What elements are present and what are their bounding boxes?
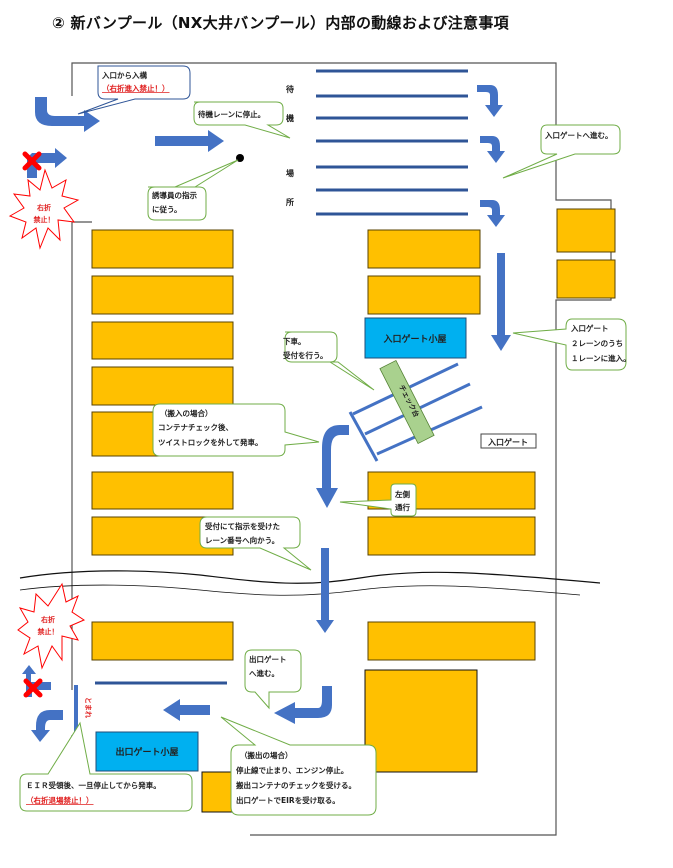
red-x-icon [23,678,43,698]
exit-gate-booth [95,731,199,772]
no-right-turn-burst: 右折 禁止！ [8,168,80,250]
callout-text: （搬出の場合） [240,750,293,760]
container-block [367,275,481,315]
blue-arrow-icon [155,130,224,152]
callout-text: １レーンに進入。 [571,353,631,363]
blue-arrow-icon [163,699,210,721]
callout-warning-text: （右折退場禁止！） [26,795,94,805]
stop-line [74,685,78,732]
container-block [91,471,234,510]
container-block [364,669,478,773]
callout-text: 入口ゲートへ進む。 [544,130,613,140]
callout-text: 入口から入構 [101,70,147,80]
callout-guide: 誘導員の指示 に従う。 [147,159,239,221]
callout-eir: ＥＩＲ受領後、一旦停止してから発車。 （右折退場禁止！） [19,721,193,812]
blue-arrow-icon [477,85,503,117]
container-block [91,621,234,661]
callout-text: 搬出コンテナのチェックを受ける。 [236,780,356,790]
container-block [556,208,616,253]
container-block [91,275,234,315]
callout-wait-lane: 待機レーンに停止。 [193,101,291,139]
callout-text: ＥＩＲ受領後、一旦停止してから発車。 [26,780,161,790]
callout-text: 出口ゲートでEIRを受け取る。 [236,795,340,805]
blue-arrow-icon [31,710,63,742]
containers [91,208,616,813]
callout-to-gate: 入口ゲートへ進む。 [502,124,621,179]
entry-gate-booth-label: 入口ゲート小屋 [382,333,446,345]
blue-arrow-icon [480,136,505,163]
callout-gate-lanes: 入口ゲート ２レーンのうち １レーンに進入。 [512,318,631,371]
flow-arrows [22,85,511,742]
callout-text: コンテナチェック後、 [158,422,233,432]
blue-arrow-icon [35,97,100,132]
page-title: ② 新バンプール（NX大井バンプール）内部の動線および注意事項 [52,14,509,32]
container-block [556,259,616,299]
container-block [91,321,234,360]
warning-text: 禁止！ [37,627,59,636]
waiting-char: 所 [285,197,294,207]
waiting-char: 場 [286,168,294,178]
callout-text: に従う。 [152,204,182,214]
waiting-lanes [316,69,468,216]
callout-warning-text: （右折進入禁止！） [102,83,170,93]
warning-text: 右折 [40,615,55,624]
exit-gate-booth-label: 出口ゲート小屋 [115,746,178,758]
no-right-turn-burst: 右折 禁止！ [17,582,86,670]
break-line [19,570,601,596]
blue-arrow-icon [274,686,332,724]
blue-arrow-icon [316,548,334,633]
container-block [367,516,536,556]
entry-gate-label: 入口ゲート [487,437,528,447]
waiting-area-label: 待 機 場 所 [285,84,294,207]
check-platform: チェック台 [379,359,435,445]
blue-arrow-icon [491,253,511,351]
callout-text: 左側 [394,489,410,499]
callout-text: 通行 [395,502,410,512]
callout-import-case: （搬入の場合） コンテナチェック後、 ツイストロックを外して発車。 [152,403,320,457]
callout-entry: 入口から入構 （右折進入禁止！） [77,65,191,115]
callout-to-exit: 出口ゲート へ進む。 [244,649,302,710]
container-block [91,229,234,269]
callout-text: ２レーンのうち [571,339,623,348]
callout-text: 待機レーンに停止。 [197,109,265,119]
callout-text: 下車。 [283,336,306,346]
callout-text: 受付を行う。 [283,350,328,360]
blue-arrow-icon [316,425,349,508]
container-block [367,621,536,661]
entry-gate-tag [480,433,537,449]
callout-text: レーン番号へ向かう。 [205,535,279,545]
callout-text: 誘導員の指示 [152,190,197,200]
callout-dismount: 下車。 受付を行う。 [283,331,375,391]
callout-text: （搬入の場合） [160,408,213,418]
red-x-icon [22,151,42,171]
callout-text: 停止線で止まり、エンジン停止。 [236,765,348,775]
callout-text: 入口ゲート [570,323,609,333]
callout-assigned-lane: 受付にて指示を受けた レーン番号へ向かう。 [199,516,312,571]
callout-text: へ進む。 [249,668,279,678]
warning-text: 右折 [36,203,51,212]
callout-text: 受付にて指示を受けた [205,521,280,531]
warning-text: 禁止！ [33,215,55,224]
entry-gate-booth [364,317,467,359]
container-block [91,366,234,406]
callout-export-case: （搬出の場合） 停止線で止まり、エンジン停止。 搬出コンテナのチェックを受ける。… [220,716,377,816]
callout-text: 出口ゲート [249,654,287,664]
blue-arrow-icon [480,200,505,227]
waiting-char: 機 [286,113,294,123]
callout-text: ツイストロックを外して発車。 [158,437,263,447]
callout-left-side: 左側 通行 [339,483,417,517]
container-block [367,229,481,269]
waiting-char: 待 [285,84,294,94]
stop-mark: とまれ [84,697,93,718]
